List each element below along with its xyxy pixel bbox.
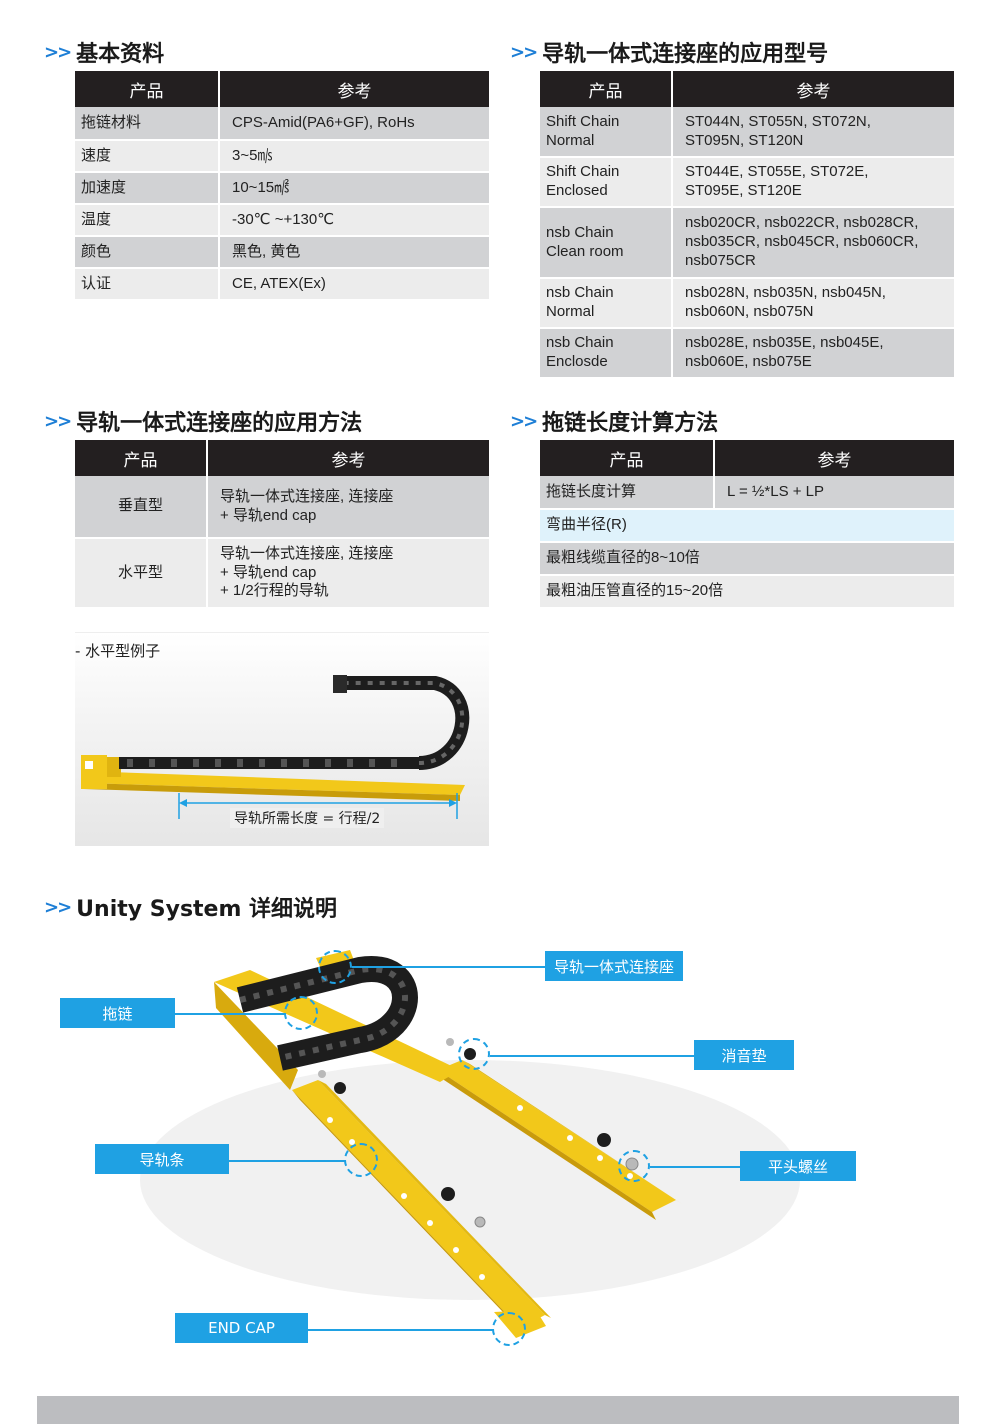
chevron-double-right-icon: >> bbox=[510, 410, 538, 432]
callout-connector: 导轨一体式连接座 bbox=[545, 951, 683, 981]
callout-line-rail bbox=[229, 1160, 345, 1162]
chevron-double-right-icon: >> bbox=[510, 41, 538, 63]
cell-value: CPS-Amid(PA6+GF), RoHs bbox=[219, 107, 489, 141]
callout-pad: 消音垫 bbox=[694, 1040, 794, 1070]
callout-ring-pad bbox=[458, 1038, 490, 1070]
header-product: 产品 bbox=[540, 440, 715, 476]
cell-value: L = ½*LS + LP bbox=[714, 476, 954, 510]
table-row: 最粗油压管直径的15~20倍 bbox=[540, 575, 954, 609]
cell-key: 加速度 bbox=[75, 172, 220, 205]
header-reference: 参考 bbox=[672, 71, 954, 107]
table-row: 最粗线缆直径的8~10倍 bbox=[540, 542, 954, 576]
cell-value: nsb028N, nsb035N, nsb045N, nsb060N, nsb0… bbox=[672, 278, 954, 329]
callout-ring-chain bbox=[284, 996, 318, 1030]
bottom-bar bbox=[37, 1396, 959, 1424]
section-title-unity: >> Unity System 详细说明 bbox=[44, 891, 337, 923]
cell-value: 导轨一体式连接座, 连接座 + 导轨end cap + 1/2行程的导轨 bbox=[207, 538, 489, 609]
cell-value: ST044E, ST055E, ST072E, ST095E, ST120E bbox=[672, 157, 954, 208]
header-reference: 参考 bbox=[219, 71, 489, 107]
section-title-unity-text: Unity System 详细说明 bbox=[76, 897, 338, 922]
header-product: 产品 bbox=[75, 440, 208, 476]
callout-line-screw bbox=[650, 1166, 740, 1168]
cell-key: nsb Chain Normal bbox=[540, 278, 673, 329]
section-title-method: >> 导轨一体式连接座的应用方法 bbox=[44, 405, 362, 437]
cell-key: 认证 bbox=[75, 268, 220, 301]
table-row: 颜色黑色, 黄色 bbox=[75, 236, 489, 269]
callout-endcap: END CAP bbox=[175, 1313, 308, 1343]
cell-hose-rule: 最粗油压管直径的15~20倍 bbox=[540, 575, 954, 609]
table-row: 弯曲半径(R) bbox=[540, 509, 954, 543]
cell-key: nsb Chain Enclosde bbox=[540, 328, 673, 379]
callout-rail: 导轨条 bbox=[95, 1144, 229, 1174]
callout-ring-connector bbox=[318, 950, 352, 984]
callout-line-endcap bbox=[308, 1329, 493, 1331]
method-table: 产品 参考 垂直型导轨一体式连接座, 连接座 + 导轨end cap 水平型导轨… bbox=[75, 440, 489, 609]
drag-chain-horizontal-illustration bbox=[81, 675, 470, 819]
callout-chain: 拖链 bbox=[60, 998, 175, 1028]
section-title-length: >> 拖链长度计算方法 bbox=[510, 405, 718, 437]
cell-key: nsb Chain Clean room bbox=[540, 207, 673, 279]
cell-value: ST044N, ST055N, ST072N, ST095N, ST120N bbox=[672, 107, 954, 158]
cell-key: 水平型 bbox=[75, 538, 208, 609]
cell-key: 拖链材料 bbox=[75, 107, 220, 141]
callout-line-chain bbox=[175, 1013, 285, 1015]
cell-key: Shift Chain Normal bbox=[540, 107, 673, 158]
header-reference: 参考 bbox=[207, 440, 489, 476]
unity-system-exploded-illustration bbox=[140, 950, 800, 1338]
cell-value: nsb028E, nsb035E, nsb045E, nsb060E, nsb0… bbox=[672, 328, 954, 379]
table-row: 水平型导轨一体式连接座, 连接座 + 导轨end cap + 1/2行程的导轨 bbox=[75, 538, 489, 609]
callout-line-pad bbox=[490, 1055, 694, 1057]
callout-ring-screw bbox=[618, 1150, 650, 1182]
chevron-double-right-icon: >> bbox=[44, 410, 72, 432]
section-title-basic-text: 基本资料 bbox=[76, 42, 165, 67]
cell-cable-rule: 最粗线缆直径的8~10倍 bbox=[540, 542, 954, 576]
cell-key: Shift Chain Enclosed bbox=[540, 157, 673, 208]
chevron-double-right-icon: >> bbox=[44, 896, 72, 918]
cell-key: 垂直型 bbox=[75, 476, 208, 539]
table-row: 温度-30℃ ~+130℃ bbox=[75, 204, 489, 237]
table-row: 垂直型导轨一体式连接座, 连接座 + 导轨end cap bbox=[75, 476, 489, 539]
callout-ring-endcap bbox=[492, 1312, 526, 1346]
header-product: 产品 bbox=[540, 71, 673, 107]
chevron-double-right-icon: >> bbox=[44, 41, 72, 63]
header-product: 产品 bbox=[75, 71, 220, 107]
cell-value: 10~15㎨ bbox=[219, 172, 489, 205]
cell-key: 温度 bbox=[75, 204, 220, 237]
callout-line-connector bbox=[352, 966, 545, 968]
cell-value: 3~5㎧ bbox=[219, 140, 489, 173]
cell-value: CE, ATEX(Ex) bbox=[219, 268, 489, 301]
rail-length-dimension-label: 导轨所需长度 = 行程/2 bbox=[230, 808, 385, 828]
callout-screw: 平头螺丝 bbox=[740, 1151, 856, 1181]
section-title-models: >> 导轨一体式连接座的应用型号 bbox=[510, 36, 828, 68]
cell-key: 速度 bbox=[75, 140, 220, 173]
cell-value: 黑色, 黄色 bbox=[219, 236, 489, 269]
cell-value: 导轨一体式连接座, 连接座 + 导轨end cap bbox=[207, 476, 489, 539]
horizontal-example-label: - 水平型例子 bbox=[75, 642, 161, 660]
section-title-length-text: 拖链长度计算方法 bbox=[542, 411, 719, 436]
section-title-method-text: 导轨一体式连接座的应用方法 bbox=[76, 411, 363, 436]
callout-ring-rail bbox=[344, 1143, 378, 1177]
cell-bend-radius: 弯曲半径(R) bbox=[540, 509, 954, 543]
cell-key: 拖链长度计算 bbox=[540, 476, 715, 510]
cell-key: 颜色 bbox=[75, 236, 220, 269]
header-reference: 参考 bbox=[714, 440, 954, 476]
section-title-models-text: 导轨一体式连接座的应用型号 bbox=[542, 42, 829, 67]
cell-value: -30℃ ~+130℃ bbox=[219, 204, 489, 237]
section-title-basic: >> 基本资料 bbox=[44, 36, 164, 68]
cell-value: nsb020CR, nsb022CR, nsb028CR, nsb035CR, … bbox=[672, 207, 954, 279]
